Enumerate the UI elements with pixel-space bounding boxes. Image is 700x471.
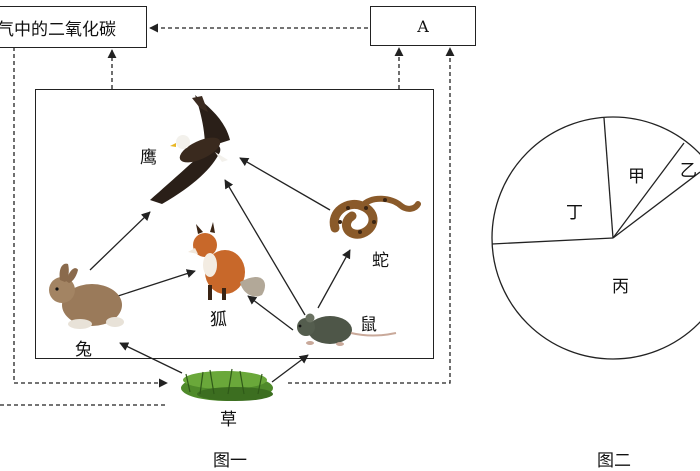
co2-label: 气中的二氧化碳: [0, 19, 116, 40]
co2-to-grass-arrow: [13, 47, 168, 388]
grass-to-mouse-arrow: [271, 354, 309, 383]
grass-to-a-arrow: [288, 47, 455, 384]
pie-divider-1: [603, 117, 614, 239]
grass-label: 草: [220, 410, 237, 430]
pie-label-bing: 丙: [612, 277, 629, 297]
rabbit-to-eagle-arrow: [89, 211, 151, 271]
fox-label: 狐: [210, 310, 227, 330]
snake-label: 蛇: [372, 251, 389, 271]
pie-chart: [491, 116, 700, 360]
pie-label-jia: 甲: [628, 167, 645, 187]
a-label: A: [417, 16, 429, 36]
pie-label-ding: 丁: [566, 203, 583, 223]
rabbit-to-fox-arrow: [117, 269, 196, 297]
figure1-caption: 图一: [213, 451, 247, 471]
pie-divider-2: [612, 142, 685, 239]
snake-to-eagle-arrow: [239, 157, 331, 211]
rabbit-image: [49, 263, 124, 329]
snake-pattern: [338, 198, 387, 234]
grass-image: [181, 368, 273, 401]
mouse-label: 鼠: [360, 315, 377, 335]
mouse-to-snake-arrow: [317, 249, 351, 309]
co2-box: 气中的二氧化碳: [0, 6, 147, 48]
food-web-frame: [35, 89, 434, 359]
food-web-arrows: [89, 157, 351, 383]
pie-label-yi: 乙: [680, 161, 697, 181]
mouse-to-fox-arrow: [247, 295, 294, 331]
mouse-image: [297, 313, 397, 346]
rabbit-label: 兔: [75, 340, 92, 360]
pie-divider-4: [491, 237, 614, 245]
figure2-caption: 图二: [597, 451, 631, 471]
pie-divider-3: [612, 171, 700, 239]
dashed-connectors: [0, 23, 455, 406]
fox-image: [188, 222, 266, 300]
mouse-to-eagle-arrow: [224, 179, 306, 316]
pie-circle: [491, 116, 700, 360]
eagle-label: 鹰: [140, 148, 157, 168]
a-box: A: [370, 6, 476, 46]
eagle-image: [150, 95, 230, 204]
